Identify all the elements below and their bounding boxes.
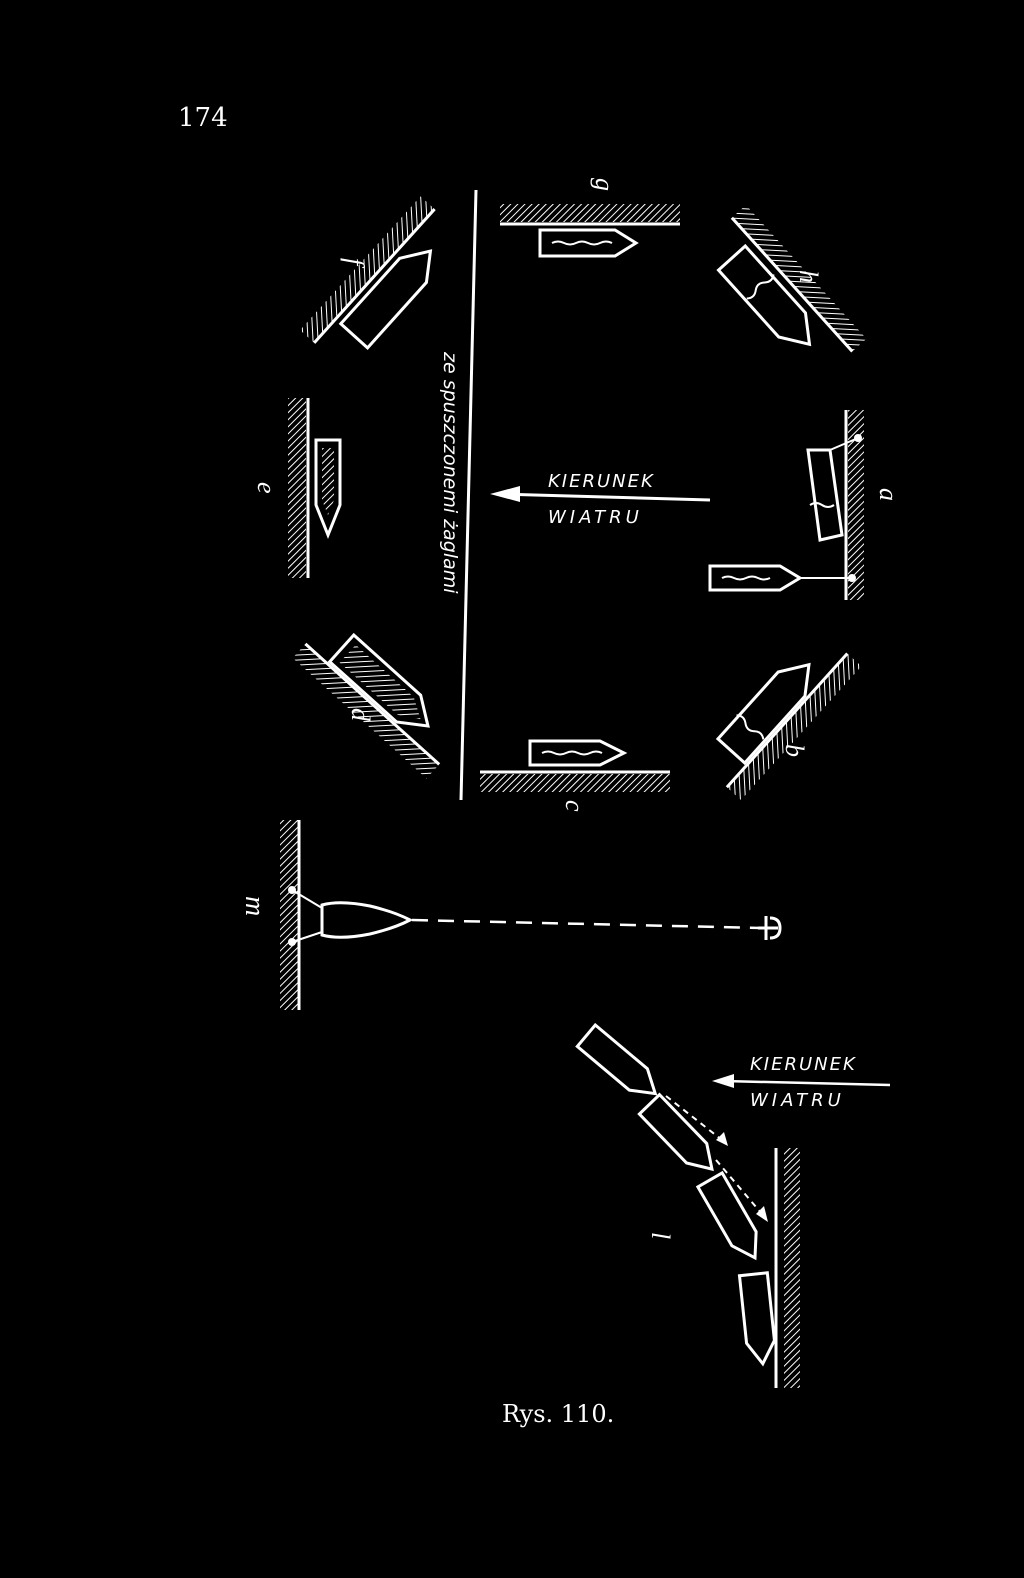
- position-m: [280, 820, 782, 1010]
- quay-l: [784, 1148, 800, 1388]
- figure-caption: Rys. 110.: [502, 1400, 614, 1428]
- divider-line: [459, 189, 478, 801]
- quay-d: [292, 644, 439, 779]
- boat-l-4: [737, 1271, 776, 1367]
- position-b: [715, 652, 862, 800]
- position-d: [292, 632, 441, 779]
- boat-g: [538, 228, 639, 258]
- label-d: d: [346, 708, 375, 722]
- position-c: [480, 739, 670, 792]
- label-h: h: [794, 270, 823, 283]
- quay-h: [732, 205, 867, 351]
- position-a: [708, 410, 864, 600]
- boat-l-1: [575, 1022, 658, 1096]
- boat-a-2: [708, 564, 803, 592]
- quay-f: [300, 196, 434, 343]
- boat-m: [320, 901, 414, 939]
- position-l: [575, 1022, 891, 1388]
- label-e: e: [252, 482, 281, 494]
- sails-note: ze spuszczonemi żaglami: [439, 351, 461, 594]
- quay-e: [288, 398, 306, 578]
- boat-a-1: [806, 448, 844, 542]
- wind-direction-arrow: [490, 486, 711, 502]
- quay-m: [280, 820, 298, 1010]
- boat-b: [715, 662, 811, 766]
- boat-c: [528, 739, 628, 767]
- wind-label-lower-2: WIATRU: [750, 1090, 845, 1111]
- boat-h: [716, 243, 812, 347]
- boat-l-3: [695, 1170, 758, 1261]
- label-m: m: [239, 896, 270, 916]
- wind-label-main-1: KIERUNEK: [548, 471, 655, 492]
- position-h: [716, 205, 867, 353]
- wind-label-main-2: WIATRU: [548, 507, 643, 528]
- label-b: b: [780, 744, 809, 757]
- boat-l-2: [637, 1092, 714, 1172]
- quay-c: [480, 774, 670, 792]
- quay-g: [500, 204, 680, 222]
- wind-arrow-lower: [723, 1079, 891, 1087]
- anchor-icon: [758, 916, 782, 940]
- label-a: a: [874, 488, 903, 501]
- label-g: g: [590, 178, 619, 191]
- quay-b: [727, 654, 862, 800]
- quay-a: [848, 410, 864, 600]
- boat-f: [338, 249, 433, 350]
- label-f: f: [340, 258, 369, 269]
- wind-label-lower-1: KIERUNEK: [750, 1054, 857, 1075]
- page-number: 174: [178, 103, 228, 133]
- position-g: [500, 204, 680, 258]
- position-e: [288, 398, 342, 578]
- position-f: [300, 196, 436, 350]
- label-l: l: [646, 1232, 675, 1239]
- boat-e: [314, 438, 342, 540]
- boat-d: [327, 632, 430, 728]
- label-c: c: [560, 800, 589, 812]
